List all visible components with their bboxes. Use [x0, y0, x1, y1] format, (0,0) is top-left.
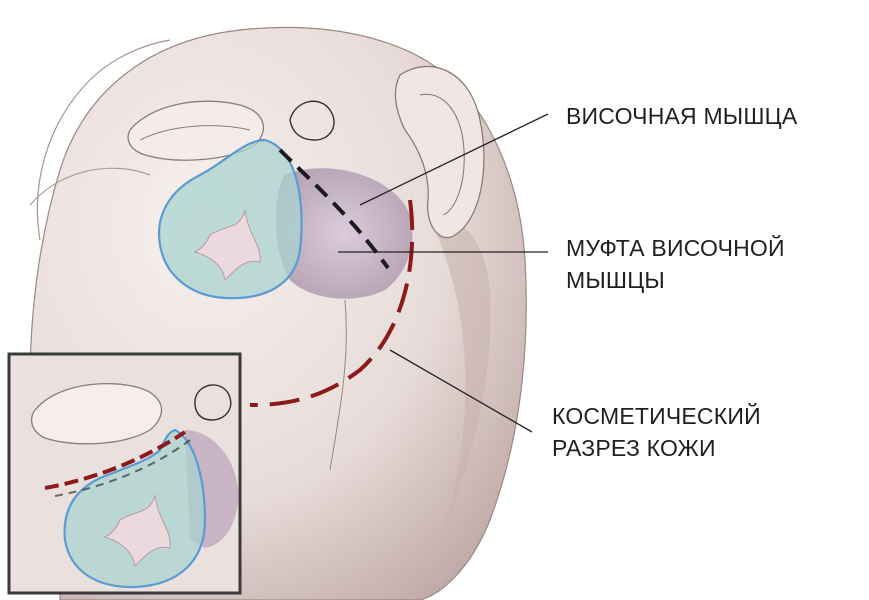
- label-muscle-cuff-line2: МЫШЦЫ: [566, 264, 785, 296]
- label-cosmetic-incision: КОСМЕТИЧЕСКИЙ РАЗРЕЗ КОЖИ: [552, 400, 761, 464]
- label-cosmetic-incision-line1: КОСМЕТИЧЕСКИЙ: [552, 400, 761, 432]
- inset-panel: [9, 354, 240, 593]
- label-muscle-cuff-line1: МУФТА ВИСОЧНОЙ: [566, 232, 785, 264]
- label-muscle-cuff: МУФТА ВИСОЧНОЙ МЫШЦЫ: [566, 232, 785, 296]
- label-temporal-muscle: ВИСОЧНАЯ МЫШЦА: [566, 100, 797, 132]
- label-cosmetic-incision-line2: РАЗРЕЗ КОЖИ: [552, 432, 761, 464]
- label-temporal-muscle-text: ВИСОЧНАЯ МЫШЦА: [566, 103, 797, 129]
